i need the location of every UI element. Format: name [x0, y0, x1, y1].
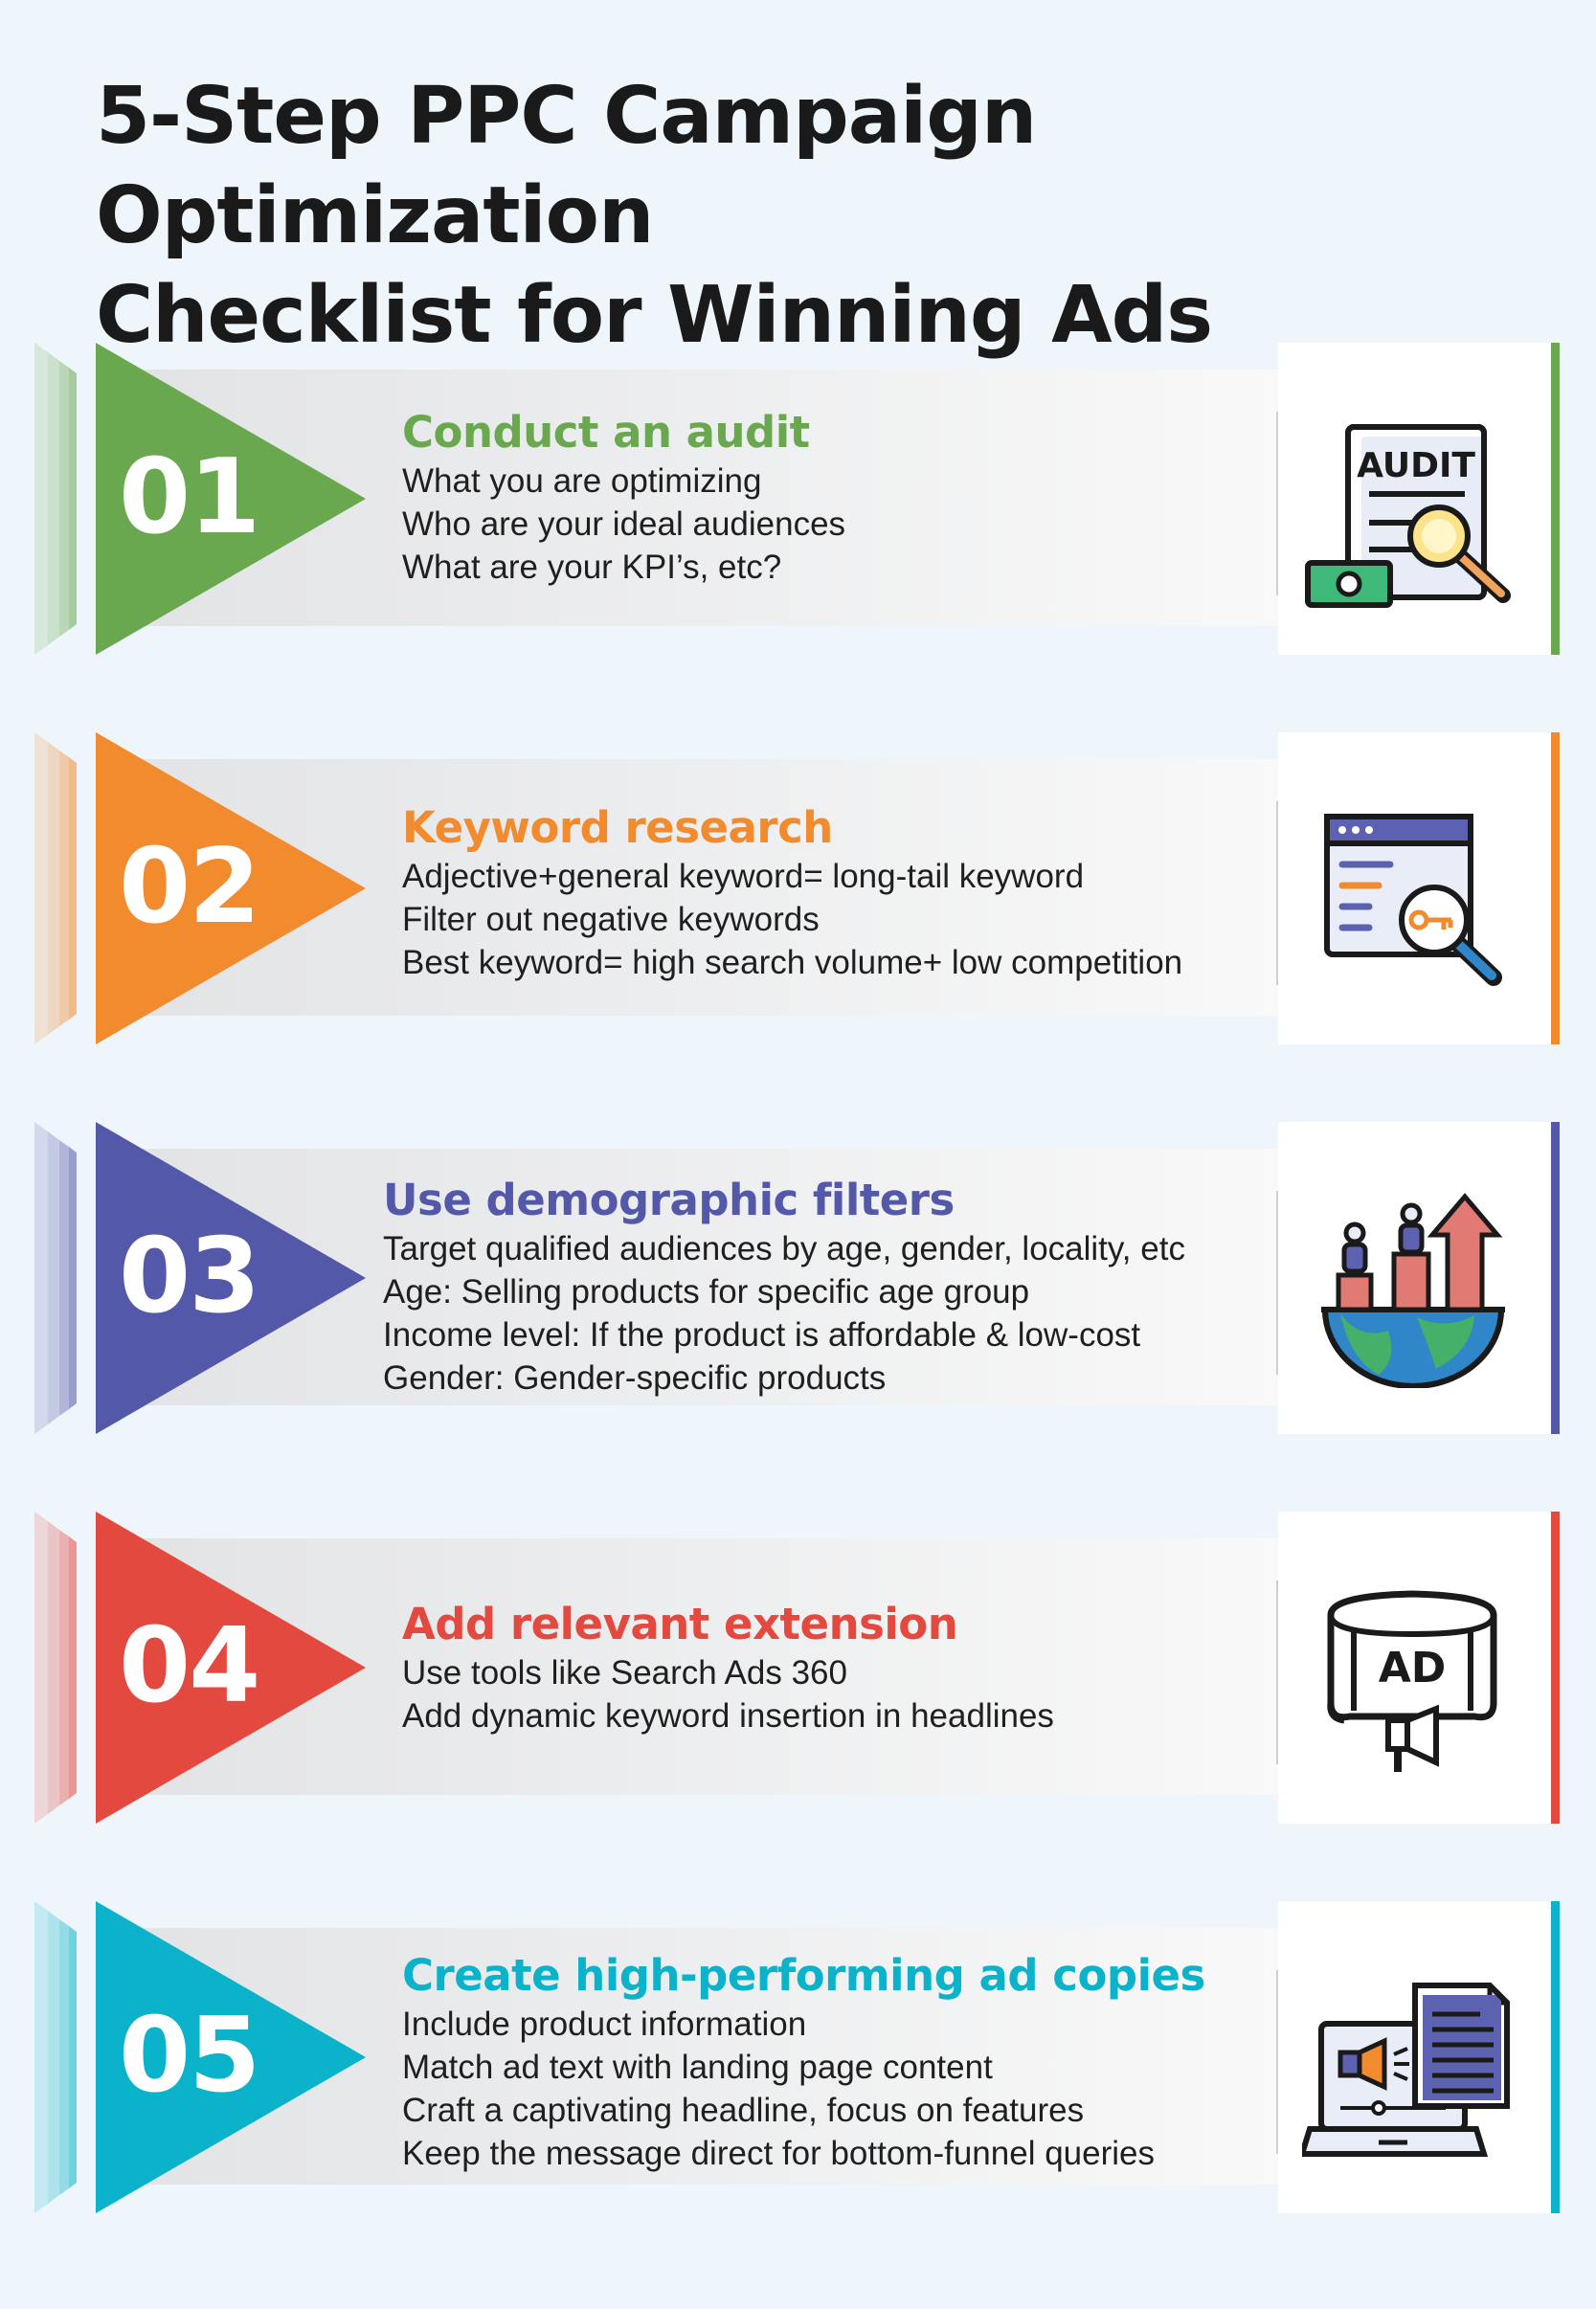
divider	[1276, 412, 1278, 595]
ad-banner-icon: AD	[1327, 1590, 1497, 1772]
step-arrow-triangle	[34, 732, 366, 1044]
step-text: Use demographic filters Target qualified…	[383, 1174, 1245, 1400]
laptop-ad-copy-icon	[1302, 1983, 1510, 2157]
step-edge-bar	[1551, 1122, 1560, 1434]
step-arrow-triangle	[34, 343, 366, 655]
step-heading: Keyword research	[402, 802, 833, 853]
title-line-1: 5-Step PPC Campaign Optimization	[96, 71, 1037, 261]
step-3: 03 Use demographic filters Target qualif…	[0, 1122, 1596, 1434]
divider	[1276, 801, 1278, 985]
step-edge-bar	[1551, 343, 1560, 655]
step-arrow-triangle	[34, 1901, 366, 2213]
step-number: 02	[119, 827, 260, 947]
step-number: 05	[119, 1996, 260, 2116]
step-line: Add dynamic keyword insertion in headlin…	[402, 1697, 1054, 1735]
step-heading: Add relevant extension	[402, 1599, 958, 1649]
title-line-2: Checklist for Winning Ads	[96, 270, 1213, 361]
step-line: What are your KPI’s, etc?	[402, 549, 782, 586]
step-2: 02 Keyword research Adjective+general ke…	[0, 732, 1596, 1044]
step-line: Keep the message direct for bottom-funne…	[402, 2135, 1155, 2172]
step-line: Who are your ideal audiences	[402, 505, 846, 543]
step-heading: Create high-performing ad copies	[402, 1950, 1205, 2001]
step-text: Add relevant extension Use tools like Se…	[402, 1598, 1264, 1737]
step-5: 05 Create high-performing ad copies Incl…	[0, 1901, 1596, 2213]
step-text: Create high-performing ad copies Include…	[402, 1949, 1264, 2175]
step-4: 04 Add relevant extension Use tools like…	[0, 1512, 1596, 1824]
step-line: Include product information	[402, 2006, 807, 2043]
step-arrow-triangle	[34, 1512, 366, 1824]
step-line: Adjective+general keyword= long-tail key…	[402, 858, 1085, 895]
ad-label: AD	[1379, 1644, 1447, 1693]
demographic-globe-icon	[1321, 1193, 1505, 1388]
step-number: 04	[119, 1606, 260, 1726]
step-line: Craft a captivating headline, focus on f…	[402, 2092, 1085, 2129]
page-title: 5-Step PPC Campaign Optimization Checkli…	[96, 67, 1513, 366]
step-line: What you are optimizing	[402, 462, 762, 500]
step-line: Use tools like Search Ads 360	[402, 1654, 847, 1692]
divider	[1276, 1580, 1278, 1764]
divider	[1276, 1970, 1278, 2154]
step-line: Match ad text with landing page content	[402, 2049, 993, 2086]
divider	[1276, 1191, 1278, 1375]
step-heading: Conduct an audit	[402, 407, 810, 458]
step-number: 01	[119, 437, 260, 557]
audit-label: AUDIT	[1357, 446, 1475, 485]
step-text: Keyword research Adjective+general keywo…	[402, 801, 1264, 984]
step-line: Gender: Gender-specific products	[383, 1359, 887, 1397]
step-heading: Use demographic filters	[383, 1175, 955, 1225]
step-line: Filter out negative keywords	[402, 901, 820, 938]
keyword-search-icon	[1324, 814, 1502, 986]
step-edge-bar	[1551, 1901, 1560, 2213]
step-line: Age: Selling products for specific age g…	[383, 1273, 1030, 1311]
step-line: Income level: If the product is affordab…	[383, 1316, 1141, 1354]
step-text: Conduct an audit What you are optimizing…	[402, 406, 1264, 589]
step-1: 01 Conduct an audit What you are optimiz…	[0, 343, 1596, 655]
audit-document-icon: AUDIT	[1305, 424, 1511, 608]
step-arrow-triangle	[34, 1122, 366, 1434]
step-line: Target qualified audiences by age, gende…	[383, 1230, 1185, 1267]
step-edge-bar	[1551, 1512, 1560, 1824]
step-number: 03	[119, 1217, 260, 1336]
step-line: Best keyword= high search volume+ low co…	[402, 944, 1183, 981]
step-edge-bar	[1551, 732, 1560, 1044]
